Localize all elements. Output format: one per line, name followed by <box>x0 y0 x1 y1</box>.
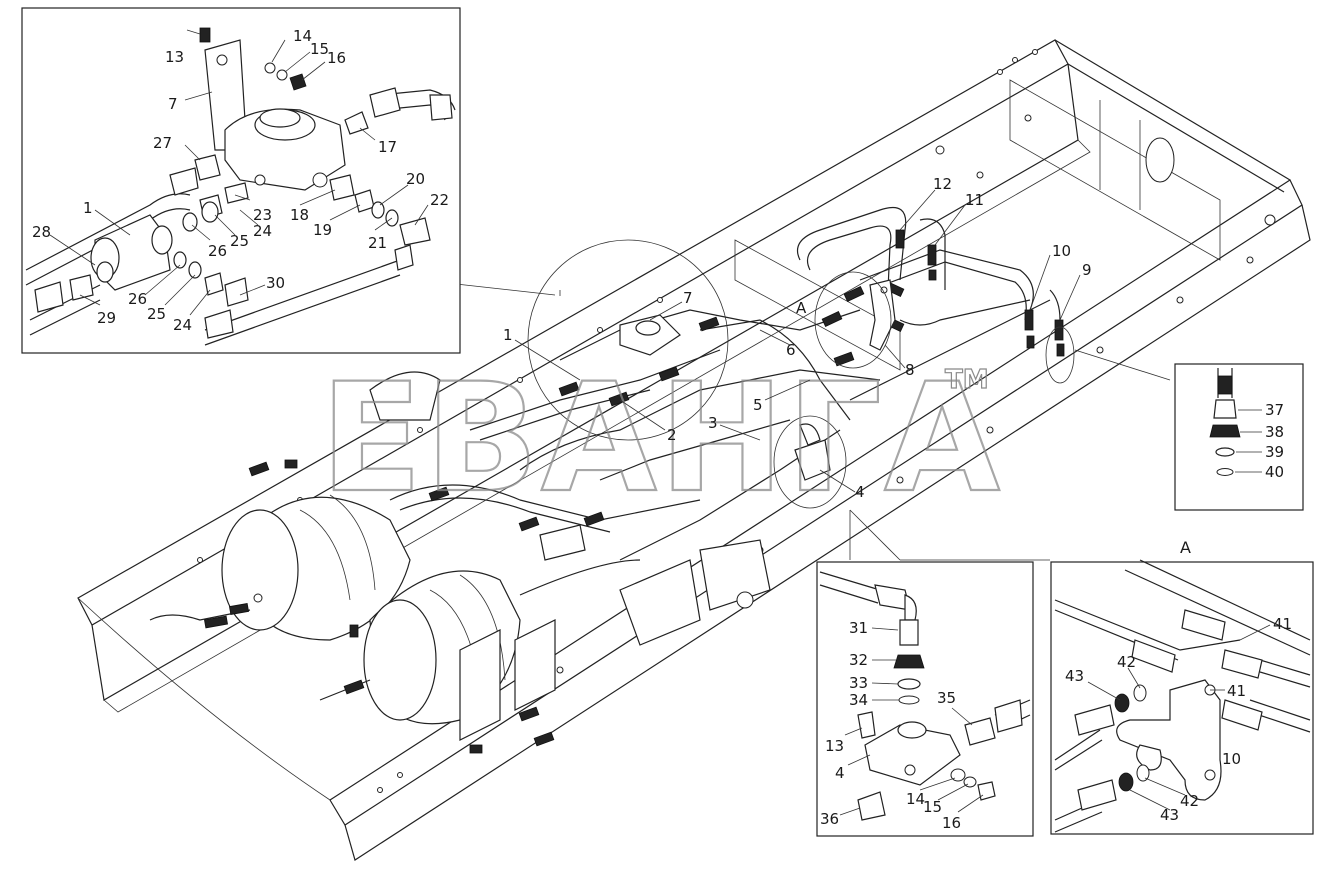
tl-label-27: 27 <box>153 134 172 152</box>
bm-label-35: 35 <box>937 689 956 707</box>
tl-label-26b: 26 <box>128 290 147 308</box>
bm-label-16: 16 <box>942 814 961 832</box>
bm-label-36: 36 <box>820 810 839 828</box>
label-5: 5 <box>753 396 763 414</box>
tl-label-24a: 24 <box>253 222 272 240</box>
bm-label-34: 34 <box>849 691 868 709</box>
bm-label-13: 13 <box>825 737 844 755</box>
label-7: 7 <box>683 289 693 307</box>
view-a-title: A <box>1180 538 1191 557</box>
r-label-40: 40 <box>1265 463 1284 481</box>
label-11: 11 <box>965 191 984 209</box>
tank-brackets <box>369 371 771 741</box>
fittings <box>204 229 1065 754</box>
tl-label-18: 18 <box>290 206 309 224</box>
r-label-38: 38 <box>1265 423 1284 441</box>
inset-tl-small-parts <box>34 27 453 339</box>
callout-circle-valve7 <box>527 239 729 441</box>
a-label-42a: 42 <box>1117 653 1136 671</box>
tl-label-21: 21 <box>368 234 387 252</box>
callout-circle-a <box>814 271 892 369</box>
label-8: 8 <box>905 361 915 379</box>
inset-bottom-mid: 31 32 33 34 35 13 4 14 15 16 36 <box>816 561 1034 837</box>
tl-label-29: 29 <box>97 309 116 327</box>
watermark-tm: TM <box>945 365 989 395</box>
chassis-frame <box>77 39 1311 861</box>
a-label-42b: 42 <box>1180 792 1199 810</box>
a-label-10: 10 <box>1222 750 1241 768</box>
tl-label-16: 16 <box>327 49 346 67</box>
tl-label-13: 13 <box>165 48 184 66</box>
bm-label-14: 14 <box>906 790 925 808</box>
tl-label-22: 22 <box>430 191 449 209</box>
a-label-41a: 41 <box>1273 615 1292 633</box>
tl-label-14: 14 <box>293 27 312 45</box>
tl-label-7: 7 <box>168 95 178 113</box>
r-label-39: 39 <box>1265 443 1284 461</box>
main-labels: 1 2 3 4 5 6 7 8 9 10 11 12 A <box>503 175 1092 501</box>
inset-top-left: 13 14 15 16 7 17 27 1 23 18 20 19 21 <box>21 7 461 354</box>
callout-circle-right <box>1045 326 1075 384</box>
a-label-43a: 43 <box>1065 667 1084 685</box>
tl-label-28: 28 <box>32 223 51 241</box>
label-2: 2 <box>667 426 677 444</box>
a-label-43b: 43 <box>1160 806 1179 824</box>
bm-label-15: 15 <box>923 798 942 816</box>
tl-label-25b: 25 <box>147 305 166 323</box>
tl-label-23: 23 <box>253 206 272 224</box>
r-label-37: 37 <box>1265 401 1284 419</box>
label-12: 12 <box>933 175 952 193</box>
label-10: 10 <box>1052 242 1071 260</box>
tl-label-1: 1 <box>83 199 93 217</box>
inset-bottom-right: A 41 41 42 <box>1050 538 1314 835</box>
watermark: ЕВАНГА TM <box>319 351 1002 527</box>
watermark-text: ЕВАНГА <box>320 352 1002 526</box>
tl-label-17: 17 <box>378 138 397 156</box>
tl-label-30: 30 <box>266 274 285 292</box>
tl-label-19: 19 <box>313 221 332 239</box>
valve-7-main <box>619 314 681 356</box>
tl-label-26a: 26 <box>208 242 227 260</box>
label-6: 6 <box>786 341 796 359</box>
air-tank-front <box>221 494 411 641</box>
label-a-main: A <box>796 299 807 317</box>
inset-tl-labels: 13 14 15 16 7 17 27 1 23 18 20 19 21 <box>32 27 449 334</box>
a-label-41b: 41 <box>1227 682 1246 700</box>
label-1: 1 <box>503 326 513 344</box>
label-4: 4 <box>855 483 865 501</box>
bracket-8-main <box>869 279 896 351</box>
bm-label-32: 32 <box>849 651 868 669</box>
inset-right: 37 38 39 40 <box>1174 363 1304 511</box>
bm-label-33: 33 <box>849 674 868 692</box>
label-9: 9 <box>1082 261 1092 279</box>
bm-label-4: 4 <box>835 764 845 782</box>
tl-label-15: 15 <box>310 40 329 58</box>
valve-4-main <box>794 423 831 481</box>
tl-label-20: 20 <box>406 170 425 188</box>
tl-label-24b: 24 <box>173 316 192 334</box>
tl-label-25a: 25 <box>230 232 249 250</box>
label-3: 3 <box>708 414 718 432</box>
callout-circle-valve4 <box>773 415 847 509</box>
bm-label-31: 31 <box>849 619 868 637</box>
